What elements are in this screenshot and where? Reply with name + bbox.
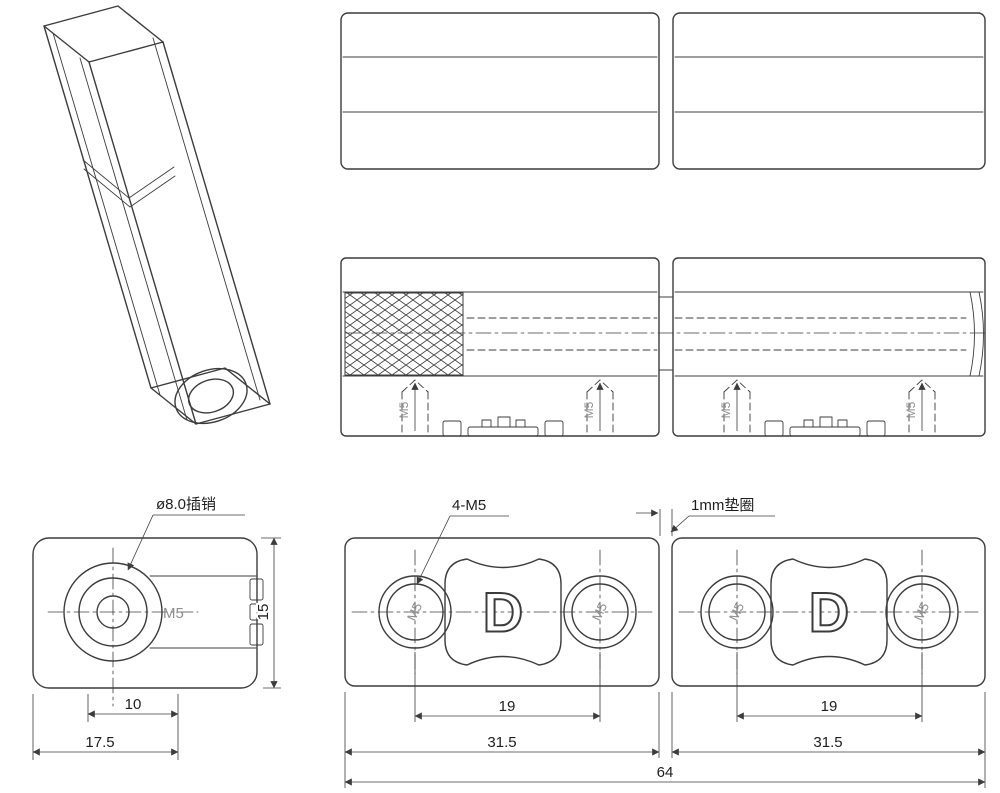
svg-text:64: 64 (657, 764, 674, 781)
m5-label: M5 (163, 605, 184, 622)
pin-hole-inner (187, 378, 235, 414)
brand-letter: D (809, 581, 849, 644)
svg-text:19: 19 (821, 698, 838, 715)
end-body (32, 537, 258, 689)
dim-hole-spacing-left: 19 (414, 652, 601, 722)
thread-funnel-1: M5 (397, 379, 429, 434)
hinge-seam (82, 159, 175, 199)
washer-tabs-right (764, 416, 886, 437)
plate-left (344, 537, 660, 687)
m5-label: M5 (911, 600, 932, 623)
screw-hole-3: M5 (700, 549, 774, 675)
pin-callout-text: ø8.0插销 (156, 496, 216, 513)
m5-label: M5 (904, 401, 918, 418)
dim-end-height: 15 (253, 537, 281, 689)
m5-label: M5 (719, 401, 733, 418)
washer-tabs-left (442, 416, 564, 437)
brand-letter: D (483, 581, 523, 644)
svg-text:31.5: 31.5 (813, 734, 842, 751)
latch-tab-bottom (249, 623, 264, 646)
pin-hole-outer (174, 367, 248, 425)
thread-funnel-2: M5 (582, 379, 614, 434)
screw-hole-2: M5 (563, 549, 637, 675)
washer-callout: 1mm垫圈 (636, 497, 775, 536)
brand-badge-left: D (444, 558, 562, 666)
front-view (340, 12, 986, 170)
thread-callout: 4-M5 (416, 497, 509, 585)
end-view: M5 ø8.0插销 10 17.5 15 (32, 496, 281, 760)
washer-callout-text: 1mm垫圈 (691, 497, 754, 514)
screw-hole-1: M5 (378, 549, 452, 675)
dim-plate-width-left: 31.5 (344, 692, 660, 788)
svg-text:31.5: 31.5 (487, 734, 516, 751)
m5-label: M5 (589, 600, 610, 623)
pin-top-face (43, 5, 164, 63)
plan-view: M5 M5 M5 M5 D D 4-M5 (344, 497, 986, 788)
pin-bottom-face (150, 367, 271, 425)
latch-tab-top (249, 578, 264, 601)
latch-tab-middle (249, 603, 262, 621)
dim-hole-spacing-right: 19 (736, 652, 923, 722)
dim-end-width: 17.5 (32, 694, 179, 760)
m5-label: M5 (404, 600, 425, 623)
plate-right (671, 537, 986, 687)
dim-plate-width-right: 31.5 (671, 692, 986, 788)
svg-text:10: 10 (125, 696, 142, 713)
svg-text:15: 15 (255, 604, 272, 621)
front-left-leaf (340, 12, 660, 170)
m5-label: M5 (726, 600, 747, 623)
svg-text:19: 19 (499, 698, 516, 715)
pin-callout: ø8.0插销 (127, 496, 245, 571)
thread-funnel-3: M5 (719, 379, 751, 434)
dim-overall-length: 64 (344, 762, 986, 786)
front-right-leaf (672, 12, 986, 170)
svg-text:17.5: 17.5 (85, 734, 114, 751)
m5-label: M5 (582, 401, 596, 418)
isometric-view (43, 5, 271, 425)
m5-label: M5 (397, 401, 411, 418)
thread-funnel-4: M5 (904, 379, 936, 434)
screw-hole-4: M5 (885, 549, 959, 675)
brand-badge-right: D (770, 558, 888, 666)
dim-hole-offset: 10 (87, 694, 179, 760)
thread-callout-text: 4-M5 (452, 497, 486, 514)
section-view: M5 M5 M5 M5 (340, 257, 989, 437)
knurl-texture (344, 292, 464, 376)
